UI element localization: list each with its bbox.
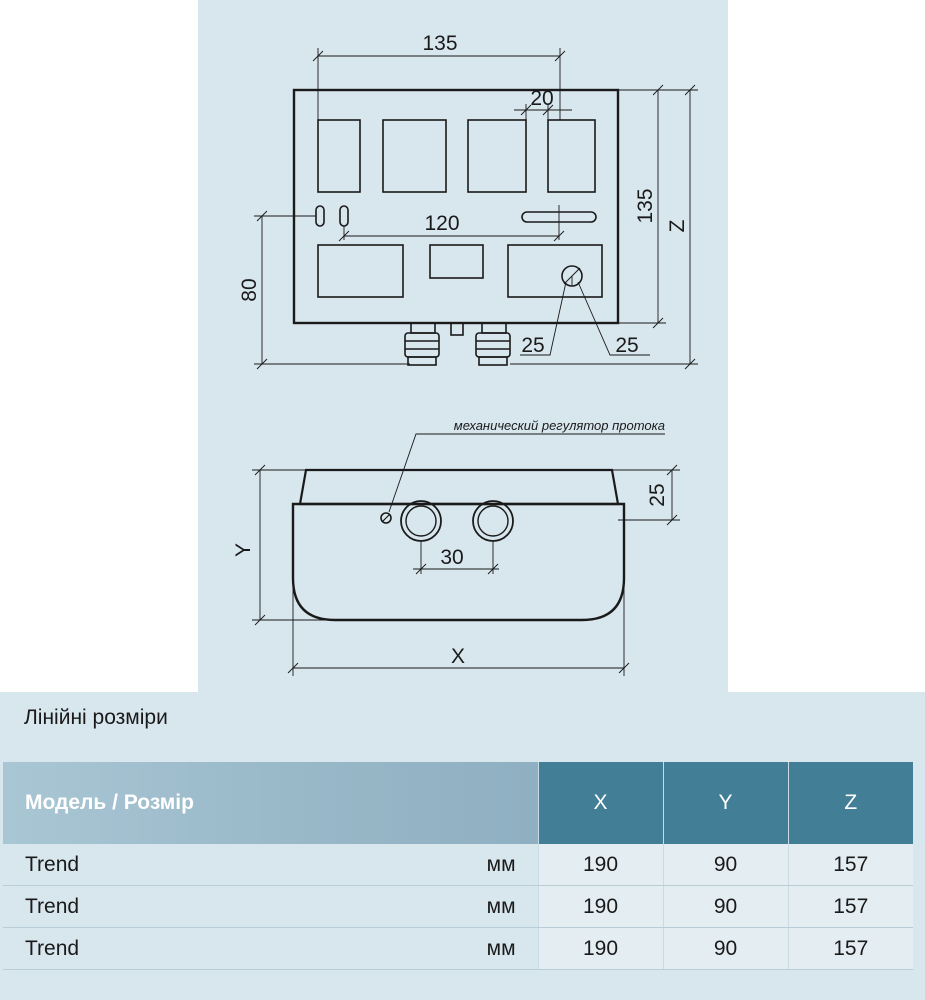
table-row: Trend мм 190 90 157	[3, 927, 913, 970]
value-y: 90	[662, 844, 788, 886]
unit: мм	[486, 852, 516, 876]
front-window	[429, 244, 484, 279]
leader-line	[520, 276, 650, 356]
bottom-view-cover	[298, 468, 620, 506]
technical-drawing: 135 20 120 80 135 Z 25 25 25 Y 30 X меха…	[232, 32, 698, 676]
dim-label-cover-height: 25	[646, 483, 669, 506]
dim-line	[252, 464, 335, 626]
model-unit-cell: Trend мм	[3, 844, 538, 886]
dim-label-pipe-offset: 25	[521, 334, 544, 357]
fitting-left	[404, 322, 440, 366]
dim-label-small: 20	[530, 87, 553, 110]
section-title: Лінійні розміри	[24, 706, 168, 729]
dim-label-height-right: 135	[634, 188, 657, 223]
value-x: 190	[537, 844, 663, 886]
dimensions-section: Лінійні розміри Модель / Розмір X Y Z Tr…	[0, 692, 925, 1000]
value-z: 157	[787, 844, 913, 886]
center-tab	[450, 322, 464, 336]
header-y: Y	[662, 762, 788, 844]
dim-label-overall-height: Z	[666, 219, 689, 232]
front-window	[317, 244, 404, 298]
value-y: 90	[662, 927, 788, 970]
dim-label-left: 80	[238, 278, 261, 301]
dim-line	[254, 210, 410, 370]
table-header-row: Модель / Розмір X Y Z	[3, 762, 913, 844]
dim-label-depth: Y	[232, 543, 255, 557]
value-y: 90	[662, 885, 788, 928]
value-z: 157	[787, 885, 913, 928]
dim-label-pipe-offset-right: 25	[615, 334, 638, 357]
unit: мм	[486, 936, 516, 960]
dim-label-width: X	[451, 645, 465, 668]
dim-line	[514, 104, 572, 120]
model-name: Trend	[25, 852, 80, 876]
dim-line	[413, 541, 499, 575]
value-x: 190	[537, 885, 663, 928]
dim-line	[338, 205, 565, 242]
model-unit-cell: Trend мм	[3, 927, 538, 970]
model-name: Trend	[25, 894, 80, 918]
dimensions-table: Модель / Розмір X Y Z Trend мм 190 90 15…	[3, 762, 913, 970]
flow-regulator	[380, 512, 392, 524]
model-name: Trend	[25, 936, 80, 960]
pipe-left	[400, 500, 442, 542]
dim-line	[312, 48, 566, 120]
regulator-label: механический регулятор протока	[454, 418, 665, 433]
bottom-view-body	[291, 502, 626, 622]
front-window	[317, 119, 361, 193]
mounting-hole	[315, 205, 325, 227]
table-row: Trend мм 190 90 157	[3, 844, 913, 886]
value-x: 190	[537, 927, 663, 970]
value-z: 157	[787, 927, 913, 970]
unit: мм	[486, 894, 516, 918]
dim-label-pipe-spacing: 30	[440, 546, 463, 569]
front-window	[382, 119, 447, 193]
dim-line	[612, 464, 680, 526]
mounting-hole	[339, 205, 349, 227]
header-z: Z	[787, 762, 913, 844]
table-row: Trend мм 190 90 157	[3, 885, 913, 928]
front-window	[507, 244, 603, 298]
dim-line	[510, 84, 698, 370]
outlet-circle	[561, 265, 583, 287]
dim-label-holes-spacing: 120	[424, 212, 459, 235]
header-x: X	[537, 762, 663, 844]
front-window	[547, 119, 596, 193]
dim-label-top-width: 135	[422, 32, 457, 55]
front-window	[467, 119, 527, 193]
drawing-panel	[198, 0, 728, 692]
leader-line	[388, 433, 665, 513]
pipe-right	[472, 500, 514, 542]
fitting-right	[475, 322, 511, 366]
model-unit-cell: Trend мм	[3, 885, 538, 928]
dim-line	[287, 578, 630, 676]
header-model: Модель / Розмір	[3, 762, 538, 844]
